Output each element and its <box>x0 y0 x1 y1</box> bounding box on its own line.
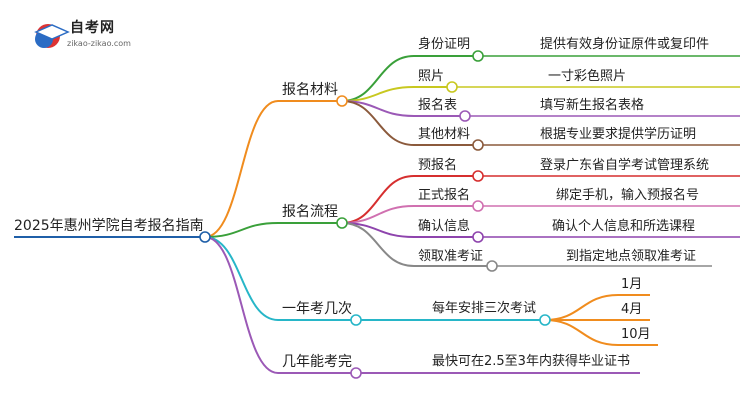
dot-materials-child-3 <box>472 139 484 151</box>
dot-process-child-2 <box>472 231 484 243</box>
dot-materials <box>336 95 348 107</box>
node-three-exams: 每年安排三次考试 <box>432 301 537 316</box>
detail-id-proof: 提供有效身份证原件或复印件 <box>540 37 710 52</box>
detail-confirm-info: 确认个人信息和所选课程 <box>552 219 696 234</box>
dot-process-child-3 <box>486 260 498 272</box>
dot-exam-times <box>350 314 362 326</box>
connector-materials-3 <box>341 100 415 146</box>
detail-form: 填写新生报名表格 <box>540 98 645 113</box>
month-october: 10月 <box>621 327 651 342</box>
dot-process-child-1 <box>472 200 484 212</box>
branch-duration: 几年能考完 <box>282 354 352 370</box>
branch-process: 报名流程 <box>282 204 338 220</box>
node-other-materials: 其他材料 <box>418 127 471 142</box>
connector-month-2 <box>544 319 619 346</box>
dot-materials-child-0 <box>472 50 484 62</box>
dot-process <box>336 217 348 229</box>
connector-materials-0 <box>341 55 415 102</box>
node-form: 报名表 <box>418 98 458 113</box>
dot-materials-child-1 <box>446 81 458 93</box>
detail-photo: 一寸彩色照片 <box>548 69 627 84</box>
node-photo: 照片 <box>418 69 445 84</box>
detail-other-materials: 根据专业要求提供学历证明 <box>540 127 697 142</box>
node-formal-register: 正式报名 <box>418 188 471 203</box>
dot-three-exams <box>539 314 551 326</box>
dot-process-child-0 <box>472 170 484 182</box>
branch-materials: 报名材料 <box>282 82 338 98</box>
detail-formal-register: 绑定手机，输入预报名号 <box>556 188 700 203</box>
connector-root-process <box>204 222 279 238</box>
node-admission-ticket: 领取准考证 <box>418 249 484 264</box>
connector-root-materials <box>204 100 279 238</box>
node-pre-register: 预报名 <box>418 158 458 173</box>
dot-duration <box>350 367 362 379</box>
connector-root-duration <box>204 236 279 374</box>
dot-root <box>199 231 211 243</box>
logo-url: zikao-zikao.com <box>67 39 131 48</box>
node-fastest-completion: 最快可在2.5至3年内获得毕业证书 <box>432 354 630 369</box>
graduation-cap-logo-icon <box>34 24 70 48</box>
dot-materials-child-2 <box>459 110 471 122</box>
branch-exam-times: 一年考几次 <box>282 301 352 317</box>
connector-root-exam-times <box>204 236 279 321</box>
connector-process-3 <box>341 222 415 267</box>
month-january: 1月 <box>621 277 643 292</box>
node-id-proof: 身份证明 <box>418 37 471 52</box>
node-confirm-info: 确认信息 <box>418 219 471 234</box>
connector-month-0 <box>544 294 619 321</box>
detail-pre-register: 登录广东省自学考试管理系统 <box>540 158 710 173</box>
month-april: 4月 <box>621 302 643 317</box>
connector-process-0 <box>341 175 415 224</box>
logo-title: 自考网 <box>70 20 115 36</box>
detail-admission-ticket: 到指定地点领取准考证 <box>566 249 697 264</box>
root-topic: 2025年惠州学院自考报名指南 <box>14 218 204 234</box>
